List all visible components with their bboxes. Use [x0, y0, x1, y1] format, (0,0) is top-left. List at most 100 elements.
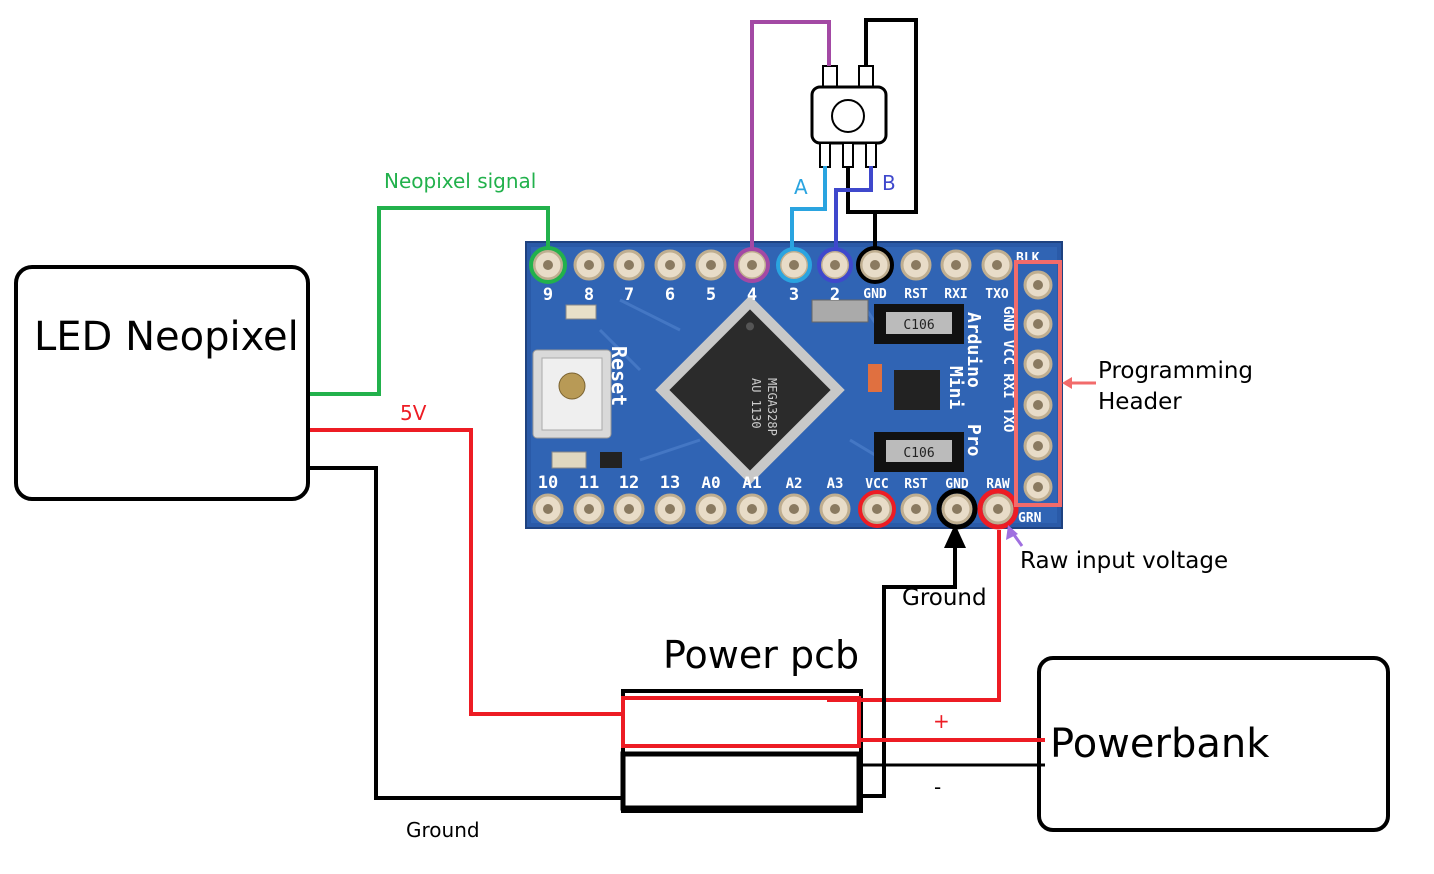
- pin-label: VCC: [865, 477, 888, 492]
- led-smd-icon: [551, 451, 587, 469]
- five-v-wire: [310, 428, 624, 716]
- silk-pro: Pro: [963, 424, 984, 457]
- chip-text-2: AU 1130: [749, 378, 763, 429]
- pin-13: [654, 493, 686, 525]
- pin-raw-highlight: [977, 488, 1019, 530]
- pin-label: RST: [904, 287, 928, 302]
- silk-grn: GRN: [1018, 511, 1042, 526]
- pin-11: [573, 493, 605, 525]
- pin-a3: [819, 493, 851, 525]
- powerbank-label: Powerbank: [1050, 721, 1270, 767]
- bottom-pin-row: [532, 493, 1014, 525]
- cap-label-bottom: C106: [903, 446, 934, 461]
- pin-8: [573, 249, 605, 281]
- pin-label: A3: [827, 476, 844, 492]
- pin-5: [695, 249, 727, 281]
- pin-9: [532, 249, 564, 281]
- plus-label: +: [933, 709, 950, 733]
- raw-arrow-icon: [1006, 525, 1018, 540]
- pin-label: 9: [543, 285, 553, 305]
- pin-12: [613, 493, 645, 525]
- encoder-ground-loop-wire: [846, 18, 918, 214]
- silk-prog-header: GND VCC RXI TXO: [1000, 306, 1016, 432]
- crystal-icon: [811, 299, 869, 323]
- encoder-b-wire: [834, 166, 873, 250]
- smd-chip-icon: [600, 452, 622, 468]
- capacitor-top-icon: C106: [874, 304, 964, 344]
- capacitor-bottom-icon: C106: [874, 432, 964, 472]
- pin-gnd-bottom-highlight: [936, 488, 978, 530]
- pin-label: 8: [584, 285, 594, 305]
- pin-label: GND: [863, 287, 887, 302]
- rotary-encoder-icon: [810, 65, 888, 168]
- pin-label: GND: [945, 477, 969, 492]
- ground-wire-left: [310, 466, 624, 800]
- pin-a0: [695, 493, 727, 525]
- encoder-switch-wire: [750, 20, 831, 250]
- pin-raw: [982, 493, 1014, 525]
- pin-4: [736, 249, 768, 281]
- pin-2: [819, 249, 851, 281]
- raw-input-label: Raw input voltage: [1020, 548, 1228, 574]
- resistor-icon: [565, 304, 597, 320]
- prog-header-arrow-icon: [1062, 377, 1072, 389]
- pin-rst-top: [900, 249, 932, 281]
- ground-label-left: Ground: [406, 818, 480, 842]
- led-neopixel-label: LED Neopixel: [34, 314, 299, 360]
- encoder-a-wire: [790, 166, 827, 250]
- silk-arduino: Arduino: [963, 312, 984, 388]
- neopixel-signal-wire: [310, 206, 550, 396]
- pin-label: 11: [579, 473, 599, 493]
- neopixel-signal-label: Neopixel signal: [384, 169, 536, 193]
- label-encoder-a: A: [794, 175, 808, 199]
- five-v-label: 5V: [400, 401, 427, 425]
- pin-gnd-bottom: [941, 493, 973, 525]
- powerbank-box: [1037, 656, 1390, 832]
- pin-label: 13: [660, 473, 680, 493]
- pin-label: 2: [830, 285, 840, 305]
- minus-label: -: [934, 775, 941, 799]
- pin-label: A1: [742, 473, 761, 492]
- pin-label: A0: [701, 473, 720, 492]
- pin-a1: [736, 493, 768, 525]
- pin-vcc-highlight: [858, 490, 896, 528]
- pin-rxi-top: [940, 249, 972, 281]
- label-encoder-b: B: [882, 171, 896, 195]
- pin-label: 10: [538, 473, 558, 493]
- pin-label: 3: [789, 285, 799, 305]
- arduino-pro-mini-board: Reset MEGA328P AU 1130 C106: [525, 241, 1063, 529]
- top-pin-labels: 9 8 7 6 5 4 3 2 GND RST RXI TXO: [543, 285, 1009, 305]
- programming-header-pins: [1023, 270, 1053, 502]
- pin-label: TXO: [985, 287, 1009, 302]
- pin-3: [778, 249, 810, 281]
- pin-7: [613, 249, 645, 281]
- pin-a2: [778, 493, 810, 525]
- pin-label: RAW: [986, 477, 1010, 492]
- pin-label: 5: [706, 285, 716, 305]
- programming-header-box: [1014, 260, 1062, 507]
- pin-vcc: [861, 493, 893, 525]
- regulator-icon: [894, 370, 940, 410]
- bottom-pin-labels: 10 11 12 13 A0 A1 A2 A3 VCC RST GND RAW: [538, 473, 1010, 493]
- pin-label: A2: [786, 476, 803, 492]
- chip-text-1: MEGA328P: [765, 378, 779, 436]
- pin-label: 7: [624, 285, 634, 305]
- programming-header-label-1: Programming: [1098, 358, 1253, 384]
- pin-label: 4: [747, 285, 757, 305]
- pin-10: [532, 493, 564, 525]
- top-pin-row: [532, 249, 1013, 281]
- atmega-chip-icon: MEGA328P AU 1130: [655, 295, 845, 485]
- pin-label: RST: [904, 477, 928, 492]
- pin-6: [654, 249, 686, 281]
- ground-arrow-icon: [944, 524, 966, 548]
- arduino-ground-wire: [861, 540, 957, 798]
- ground-label-arduino: Ground: [902, 585, 987, 611]
- pin-label: 6: [665, 285, 675, 305]
- silk-mini: Mini: [945, 366, 966, 410]
- reset-silk-label: Reset: [607, 346, 631, 406]
- power-pcb-label: Power pcb: [663, 633, 859, 677]
- reset-button-icon: [532, 349, 612, 439]
- pin-txo-top: [981, 249, 1013, 281]
- programming-header-label-2: Header: [1098, 389, 1182, 415]
